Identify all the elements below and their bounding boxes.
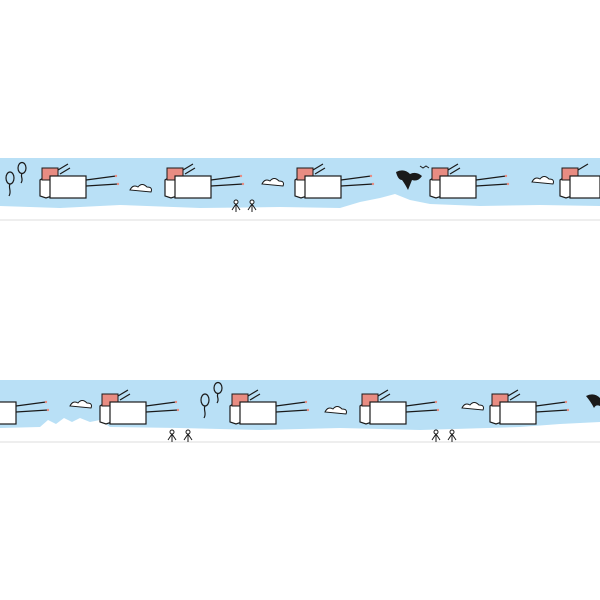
flying-figure-4 — [429, 163, 510, 199]
balloon-icon — [5, 161, 27, 197]
tape-white-strip — [0, 210, 600, 216]
flying-figure-2 — [229, 389, 310, 425]
washi-tape-bottom — [0, 380, 600, 446]
flying-figure-5 — [559, 163, 600, 199]
ground-buildings — [0, 418, 600, 432]
cloud-icon — [69, 400, 484, 415]
flying-figure-1 — [99, 389, 180, 425]
small-creatures-icon — [167, 429, 457, 442]
flying-figure-1 — [39, 163, 120, 199]
cloud-icon — [129, 176, 554, 193]
black-bird-icon — [586, 394, 600, 408]
flying-figure-partial — [0, 400, 50, 425]
washi-tape-top — [0, 158, 600, 224]
black-bird-icon — [396, 165, 430, 190]
flying-figure-3 — [359, 389, 440, 425]
tape-illustration-bottom — [0, 380, 600, 443]
tape-illustration-top — [0, 158, 600, 221]
small-creatures-icon — [231, 199, 257, 212]
flying-figure-3 — [294, 163, 375, 199]
flying-figure-4 — [489, 389, 570, 425]
tape-white-strip — [0, 432, 600, 438]
ground-hills — [0, 194, 600, 210]
balloon-icon — [200, 381, 223, 419]
flying-figure-2 — [164, 163, 245, 199]
